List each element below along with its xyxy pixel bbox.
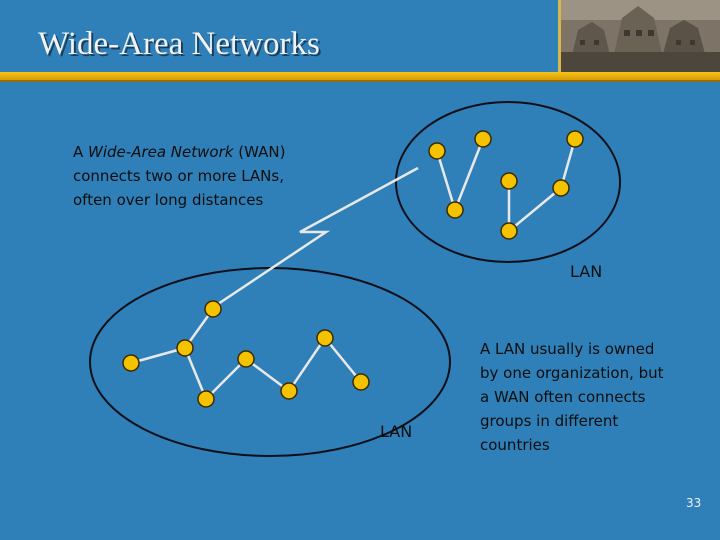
header-photo xyxy=(558,0,720,72)
network-node xyxy=(197,390,215,408)
lan-note-line: groups in different xyxy=(480,412,619,430)
network-node xyxy=(176,339,194,357)
lan-note-line: countries xyxy=(480,436,550,454)
network-node xyxy=(474,130,492,148)
wan-term: Wide-Area Network xyxy=(88,143,234,161)
network-node xyxy=(352,373,370,391)
header-rule xyxy=(0,72,720,80)
lan-bottom-links xyxy=(130,308,362,400)
slide-title: Wide-Area Networks xyxy=(38,26,320,62)
network-node xyxy=(428,142,446,160)
lan-note-line: by one organization, but xyxy=(480,364,664,382)
network-node xyxy=(280,382,298,400)
network-node xyxy=(500,222,518,240)
wan-suffix: (WAN) xyxy=(233,143,286,161)
page-number: 33 xyxy=(686,496,702,510)
lan-boundary-top xyxy=(395,101,621,263)
lan-top-nodes xyxy=(428,130,584,240)
network-node xyxy=(122,354,140,372)
lan-note: A LAN usually is owned by one organizati… xyxy=(480,337,664,457)
wan-description-line1: A Wide-Area Network (WAN) xyxy=(73,140,285,164)
wan-link xyxy=(211,166,419,310)
lan-note-line: a WAN often connects xyxy=(480,388,646,406)
lan-note-line: A LAN usually is owned xyxy=(480,340,655,358)
temple-photo-image xyxy=(558,0,720,72)
lan-bottom-nodes xyxy=(122,300,370,408)
network-node xyxy=(500,172,518,190)
wan-description: A Wide-Area Network (WAN) connects two o… xyxy=(73,140,285,212)
header-rule-shadow xyxy=(0,80,720,82)
wan-description-line3: often over long distances xyxy=(73,191,264,209)
network-node xyxy=(237,350,255,368)
network-node xyxy=(446,201,464,219)
network-node xyxy=(316,329,334,347)
wan-prefix: A xyxy=(73,143,89,161)
network-node xyxy=(204,300,222,318)
lan-label-top: LAN xyxy=(570,262,603,281)
network-node xyxy=(552,179,570,197)
lan-label-bottom: LAN xyxy=(380,422,413,441)
network-node xyxy=(566,130,584,148)
wan-description-line2: connects two or more LANs, xyxy=(73,167,284,185)
